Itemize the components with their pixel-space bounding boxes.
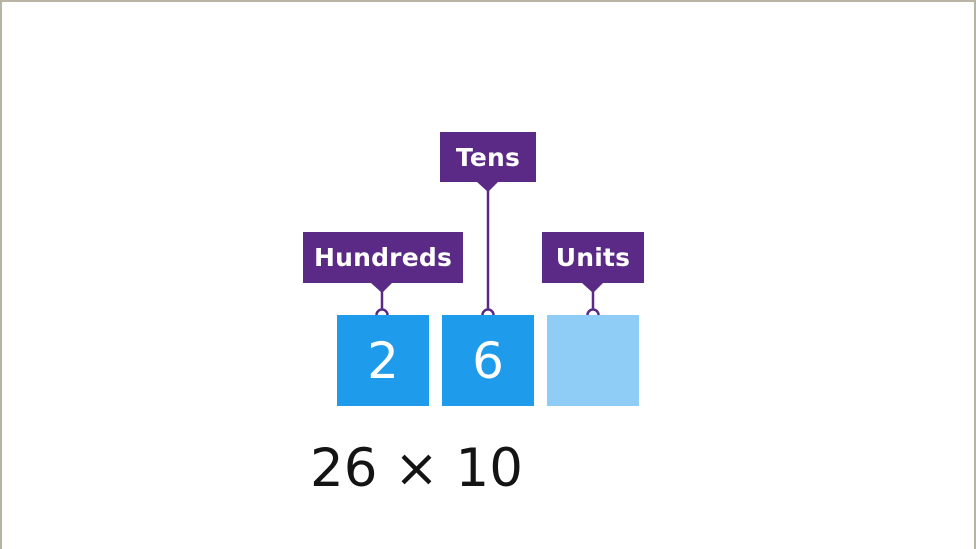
units-pointer [582,283,603,293]
units-label: Units [542,232,644,283]
hundreds-label: Hundreds [303,232,463,283]
tens-digit-box: 6 [442,315,534,406]
tens-pointer [477,182,498,192]
tens-digit: 6 [472,331,504,390]
units-digit-box [547,315,639,406]
tens-label: Tens [440,132,536,182]
tens-label-text: Tens [455,142,521,172]
hundreds-pointer [371,283,392,293]
hundreds-digit-box: 2 [337,315,429,406]
hundreds-label-text: Hundreds [313,243,453,272]
multiplication-expression: 26 × 10 [310,438,523,499]
hundreds-digit: 2 [367,331,399,390]
units-label-text: Units [555,243,631,272]
